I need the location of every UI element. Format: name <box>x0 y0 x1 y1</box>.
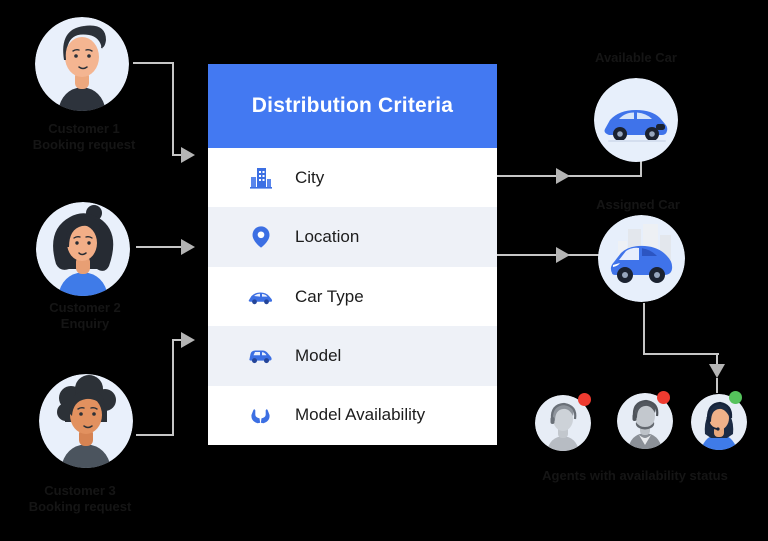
arrowhead-customer2 <box>181 239 195 255</box>
arrowhead-customer1 <box>181 147 195 163</box>
customer1-avatar <box>35 17 129 111</box>
agent3-avatar <box>691 394 747 450</box>
customer3-caption-line2: Booking request <box>28 499 132 514</box>
criteria-label-cartype: Car Type <box>295 286 364 306</box>
connector-car1-v <box>640 160 642 177</box>
connector-customer3-v <box>172 340 174 436</box>
agent3-status-dot-available <box>729 391 742 404</box>
criteria-row-city: City <box>208 148 497 208</box>
customer2-caption: Customer 2 Enquiry <box>15 300 155 332</box>
criteria-row-location: Location <box>208 207 497 267</box>
agents-caption-text: Agents with availability status <box>542 468 728 483</box>
connector-agent-h <box>643 353 719 355</box>
criteria-label-location: Location <box>295 227 360 247</box>
agent1-avatar <box>535 395 591 451</box>
connector-customer1-h <box>133 62 174 64</box>
agent2-avatar <box>617 393 673 449</box>
car1-caption-text: Available Car <box>595 50 677 65</box>
connector-customer1-v <box>172 62 174 156</box>
customer1-caption-line1: Customer 1 <box>48 121 120 136</box>
sedan-car-illustration <box>594 78 678 162</box>
panel-header: Distribution Criteria <box>208 64 497 148</box>
car-city-illustration <box>598 215 685 302</box>
distribution-criteria-panel: Distribution Criteria City <box>208 64 497 446</box>
criteria-label-model: Model <box>295 345 342 365</box>
agent-beard-grayscale-illustration <box>617 393 673 449</box>
open-hands-icon <box>247 402 274 429</box>
criteria-label-model-availability: Model Availability <box>295 405 426 425</box>
arrowhead-car1 <box>556 168 570 184</box>
connector-customer2-h <box>136 246 182 248</box>
criteria-row-model-availability: Model Availability <box>208 385 497 446</box>
customer3-caption: Customer 3 Booking request <box>10 483 150 515</box>
connector-car2-h <box>497 254 603 256</box>
connector-agent-v2 <box>716 353 718 366</box>
arrowhead-agent <box>709 364 725 378</box>
criteria-row-model: Model <box>208 326 497 386</box>
arrowhead-car2 <box>556 247 570 263</box>
connector-agent-v1 <box>643 303 645 355</box>
customer1-caption: Customer 1 Booking request <box>14 121 154 153</box>
customer2-caption-line2: Enquiry <box>60 316 110 331</box>
man-avatar-illustration <box>35 17 129 111</box>
customer3-caption-line1: Customer 3 <box>44 483 116 498</box>
criteria-row-cartype: Car Type <box>208 266 497 327</box>
connector-customer1-h2 <box>172 154 182 156</box>
car1-circle <box>594 78 678 162</box>
customer2-avatar <box>36 202 130 296</box>
agent-woman-color-illustration <box>691 394 747 450</box>
customer1-caption-line2: Booking request <box>32 137 136 152</box>
connector-agent-v3 <box>716 378 718 393</box>
connector-customer3-h2 <box>172 339 182 341</box>
city-icon <box>247 164 274 191</box>
agents-caption: Agents with availability status <box>540 468 730 484</box>
panel-title: Distribution Criteria <box>251 94 454 117</box>
location-pin-icon <box>247 224 274 251</box>
customer3-avatar <box>39 374 133 468</box>
car2-caption: Assigned Car <box>568 197 708 213</box>
car2-caption-text: Assigned Car <box>596 197 680 212</box>
agent2-status-dot-busy <box>657 391 670 404</box>
connector-customer3-h <box>136 434 174 436</box>
sedan-car-icon <box>247 283 274 310</box>
agent1-status-dot-busy <box>578 393 591 406</box>
man-curly-avatar-illustration <box>39 374 133 468</box>
criteria-label-city: City <box>295 167 325 187</box>
woman-avatar-illustration <box>36 202 130 296</box>
car2-circle <box>598 215 685 302</box>
suv-car-icon <box>247 342 274 369</box>
agent-grayscale-illustration <box>535 395 591 451</box>
customer2-caption-line1: Customer 2 <box>49 300 121 315</box>
car1-caption: Available Car <box>566 50 706 66</box>
arrowhead-customer3 <box>181 332 195 348</box>
